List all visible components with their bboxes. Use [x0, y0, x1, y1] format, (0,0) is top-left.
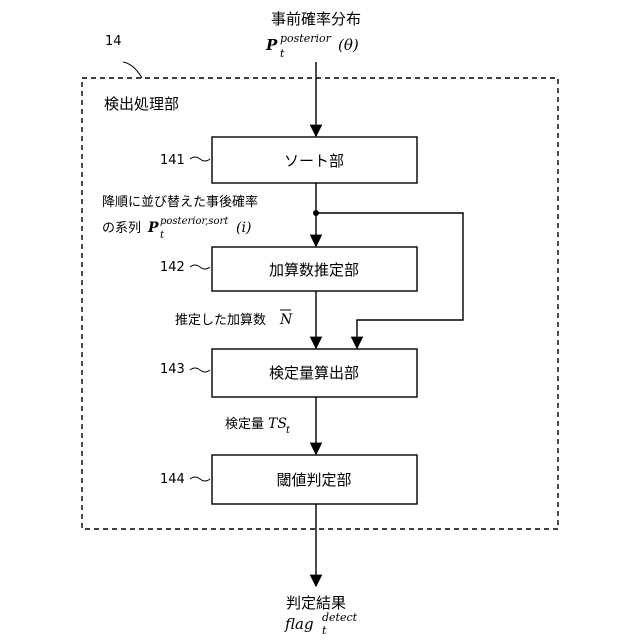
- svg-text:P: P: [147, 220, 159, 236]
- svg-text:flag: flag: [284, 615, 314, 633]
- svg-text:t: t: [160, 230, 165, 241]
- estimate-block-ref: 142: [160, 260, 185, 275]
- sort-block-ref: 141: [160, 153, 185, 168]
- estimate-block-label: 加算数推定部: [269, 261, 359, 279]
- svg-text:推定した加算数: 推定した加算数: [175, 313, 266, 328]
- svg-text:t: t: [286, 425, 291, 436]
- output-label: 判定結果: [286, 594, 346, 612]
- threshold-block-label: 閾値判定部: [276, 471, 351, 489]
- container-ref-leader: [123, 62, 142, 78]
- teststat-block-ref: 143: [160, 362, 185, 377]
- svg-text:検定量: 検定量: [225, 417, 264, 432]
- container-title: 検出処理部: [104, 95, 179, 113]
- svg-text:P: P: [265, 36, 278, 54]
- svg-text:(θ): (θ): [338, 36, 359, 54]
- svg-text:TS: TS: [268, 416, 287, 432]
- teststat-block-leader: [190, 368, 210, 372]
- svg-text:t: t: [280, 47, 285, 60]
- container-ref: 14: [105, 34, 122, 49]
- estimate-block-leader: [190, 265, 210, 269]
- sorted-signal-line1: 降順に並び替えた事後確率: [102, 194, 258, 210]
- threshold-block-leader: [190, 477, 210, 481]
- svg-text:N: N: [279, 312, 293, 328]
- input-symbol: P posterior t (θ): [265, 32, 359, 60]
- estimated-count-label: 推定した加算数 N: [175, 310, 293, 328]
- teststat-signal-label: 検定量 TS t: [225, 416, 291, 436]
- teststat-block-label: 検定量算出部: [269, 364, 359, 382]
- svg-text:posterior: posterior: [280, 32, 332, 45]
- svg-text:t: t: [322, 624, 327, 637]
- sort-block-label: ソート部: [284, 152, 344, 170]
- input-label: 事前確率分布: [271, 10, 361, 28]
- sorted-signal-line2: の系列 P posterior,sort t (i): [102, 216, 251, 241]
- sort-block-leader: [190, 157, 210, 161]
- svg-text:の系列: の系列: [102, 221, 141, 236]
- threshold-block-ref: 144: [160, 472, 185, 487]
- output-symbol: flag detect t: [284, 611, 358, 637]
- svg-text:posterior,sort: posterior,sort: [160, 216, 229, 227]
- svg-text:detect: detect: [322, 611, 358, 624]
- svg-text:(i): (i): [236, 220, 251, 236]
